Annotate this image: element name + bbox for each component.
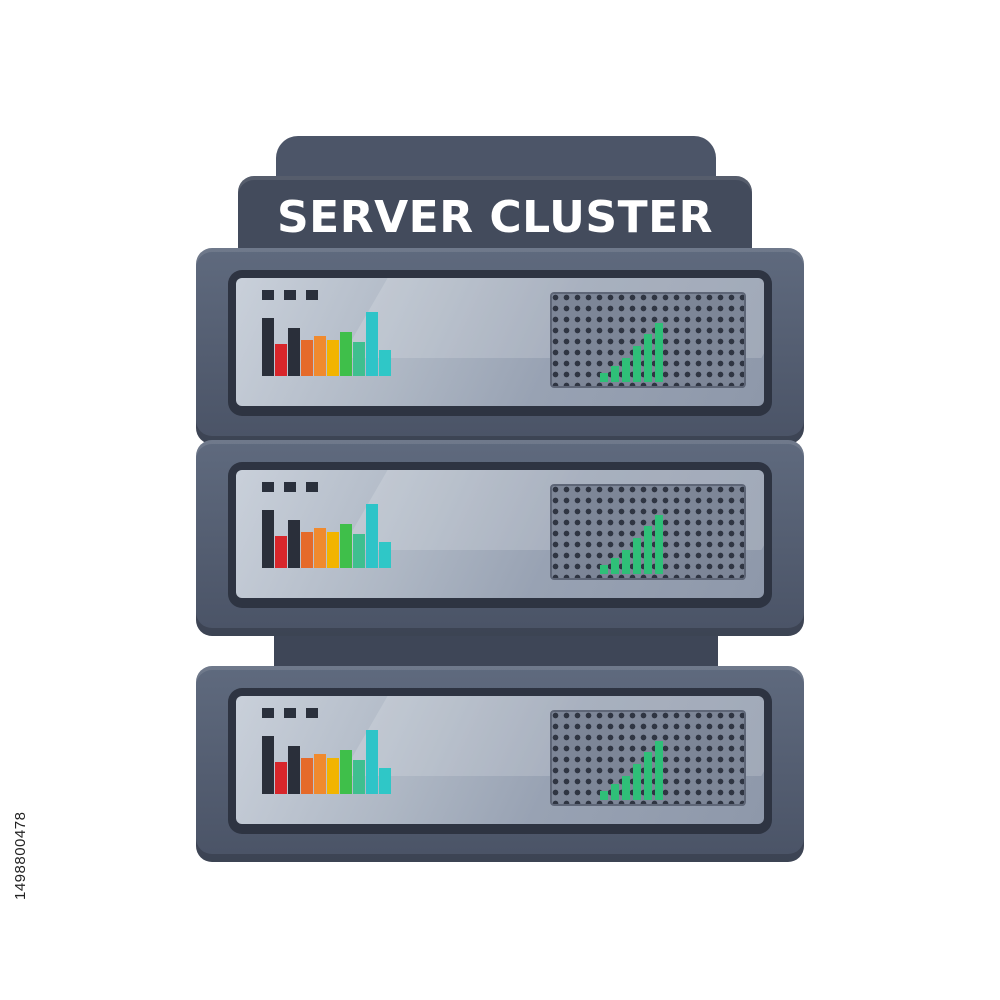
status-led [306, 708, 318, 718]
signal-bar [600, 791, 608, 800]
signal-bar [622, 358, 630, 382]
server-bezel [228, 462, 772, 608]
activity-bar [353, 760, 365, 794]
activity-bar [379, 768, 391, 794]
signal-bar [611, 366, 619, 382]
status-led [262, 708, 274, 718]
cluster-header-band [238, 176, 752, 262]
server-bezel [228, 688, 772, 834]
activity-bar [301, 340, 313, 376]
signal-bar [611, 784, 619, 800]
activity-bar-chart [262, 470, 412, 598]
stock-id-watermark: 1498800478 [12, 811, 29, 900]
activity-bar [379, 350, 391, 376]
activity-bar [379, 542, 391, 568]
status-led [306, 482, 318, 492]
signal-strength-icon [600, 710, 690, 806]
activity-bar [366, 504, 378, 568]
activity-bar [366, 312, 378, 376]
signal-bar [644, 334, 652, 382]
signal-bar [622, 550, 630, 574]
activity-bar-chart [262, 278, 412, 406]
signal-bar [655, 741, 663, 800]
activity-bar [340, 524, 352, 568]
server-bezel [228, 270, 772, 416]
activity-bar [353, 534, 365, 568]
activity-bar [314, 336, 326, 376]
activity-bar [366, 730, 378, 794]
status-led [262, 290, 274, 300]
activity-bar [327, 532, 339, 568]
signal-bar [644, 526, 652, 574]
activity-bar [262, 736, 274, 794]
server-front-panel [236, 278, 764, 406]
server-front-panel [236, 696, 764, 824]
server-unit-1 [196, 248, 804, 444]
server-unit-2 [196, 440, 804, 636]
activity-bar [288, 520, 300, 568]
activity-bar [327, 340, 339, 376]
signal-bar [655, 515, 663, 574]
activity-bar [353, 342, 365, 376]
status-led [284, 708, 296, 718]
vent-grille [550, 484, 746, 580]
signal-bar [633, 538, 641, 574]
activity-bar [314, 528, 326, 568]
signal-bar [633, 346, 641, 382]
server-unit-3 [196, 666, 804, 862]
activity-bar [314, 754, 326, 794]
activity-bar [340, 332, 352, 376]
status-led [284, 482, 296, 492]
activity-bar [275, 344, 287, 376]
activity-bar [288, 328, 300, 376]
cluster-title: SERVER CLUSTER [276, 192, 714, 243]
server-front-panel [236, 470, 764, 598]
activity-bar [262, 318, 274, 376]
vent-grille [550, 710, 746, 806]
signal-bar [611, 558, 619, 574]
vent-grille [550, 292, 746, 388]
status-led [284, 290, 296, 300]
activity-bar [275, 536, 287, 568]
status-led [262, 482, 274, 492]
activity-bar-chart [262, 696, 412, 824]
signal-bar [600, 373, 608, 382]
activity-bar [275, 762, 287, 794]
signal-bar [655, 323, 663, 382]
status-led [306, 290, 318, 300]
signal-bar [622, 776, 630, 800]
activity-bar [340, 750, 352, 794]
signal-bar [633, 764, 641, 800]
signal-strength-icon [600, 292, 690, 388]
signal-bar [600, 565, 608, 574]
signal-strength-icon [600, 484, 690, 580]
activity-bar [301, 532, 313, 568]
activity-bar [301, 758, 313, 794]
signal-bar [644, 752, 652, 800]
activity-bar [262, 510, 274, 568]
activity-bar [327, 758, 339, 794]
activity-bar [288, 746, 300, 794]
